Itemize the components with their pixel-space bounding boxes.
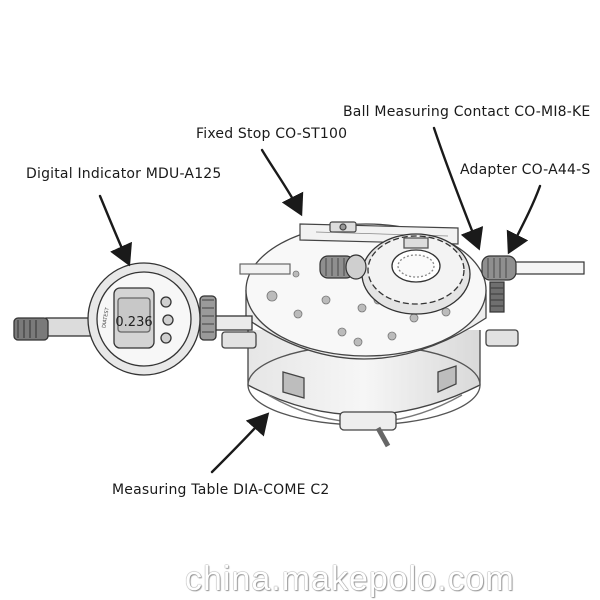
watermark: china.makepolo.com <box>185 560 515 598</box>
digital-indicator: 0.236 DIATEST <box>13 262 253 376</box>
label-adapter: Adapter CO-A44-S <box>460 162 591 178</box>
label-measuring-table: Measuring Table DIA-COME C2 <box>112 482 330 498</box>
adapter-assembly <box>239 255 585 313</box>
gear-workpiece <box>361 233 471 315</box>
arrow-digital-indicator <box>98 194 132 267</box>
label-digital-indicator: Digital Indicator MDU-A125 <box>26 166 222 182</box>
arrow-adapter <box>506 184 542 255</box>
measuring-table <box>247 330 481 448</box>
ball-contact-knob <box>319 254 367 280</box>
arrow-fixed-stop <box>260 148 304 217</box>
indicator-reading: 0.236 <box>115 315 152 330</box>
arrow-ball-contact <box>432 126 484 251</box>
label-arrows <box>98 126 542 474</box>
arrow-measuring-table <box>210 412 270 474</box>
indicator-brand: DIATEST <box>101 306 111 328</box>
label-ball-measuring-contact: Ball Measuring Contact CO-MI8-KE <box>343 104 591 120</box>
label-fixed-stop: Fixed Stop CO-ST100 <box>196 126 348 142</box>
